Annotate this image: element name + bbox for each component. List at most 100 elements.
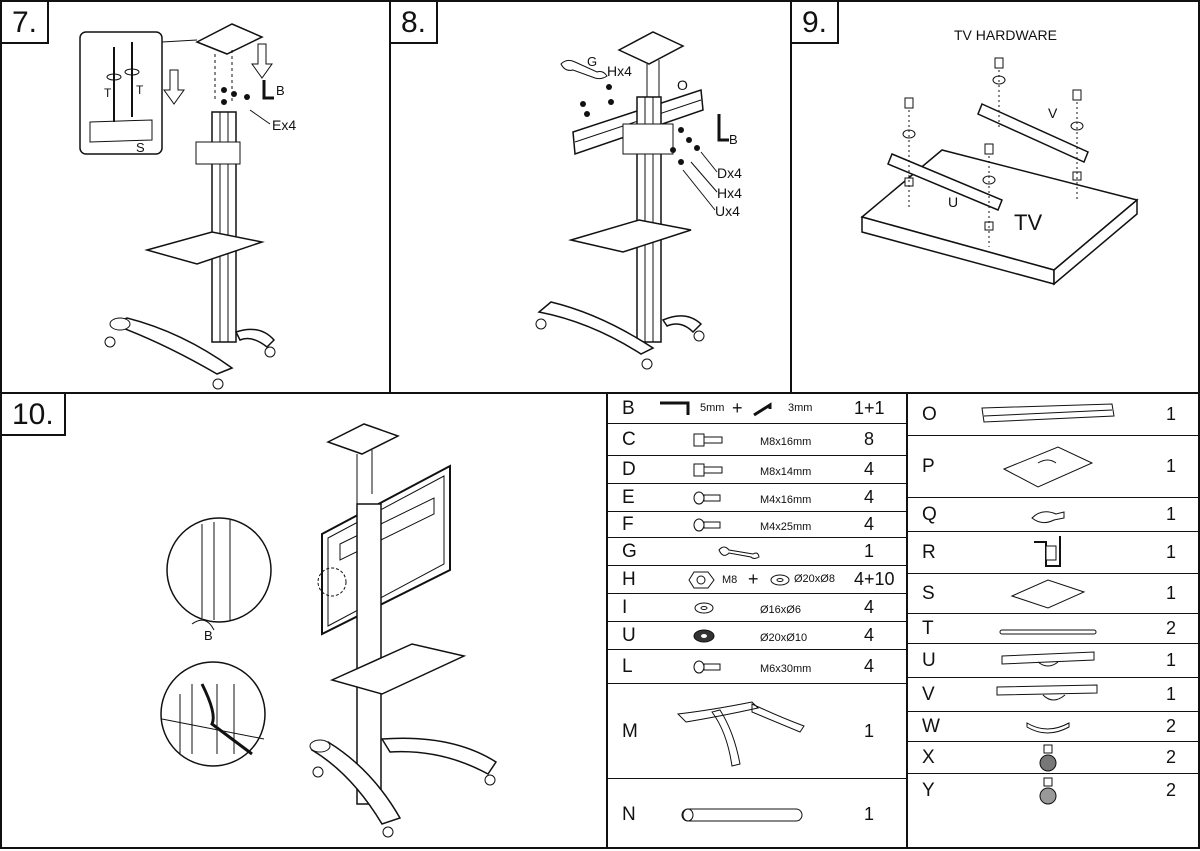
- base-frame-icon: [672, 692, 812, 777]
- part-letter: Y: [922, 779, 935, 801]
- label-Hx4: Hx4: [717, 185, 742, 201]
- part-row-l: L M6x30mm 4: [608, 650, 906, 684]
- part-letter: W: [922, 716, 940, 737]
- label-Dx4: Dx4: [717, 165, 742, 181]
- rod-icon: [998, 624, 1098, 642]
- part-letter: M: [622, 720, 638, 742]
- label-T: T: [104, 86, 112, 100]
- part-quantity: 2: [1166, 716, 1177, 736]
- step-10-panel: 10. B: [0, 392, 608, 849]
- label-Hx4: Hx4: [607, 63, 632, 79]
- screw-icon: [692, 488, 726, 513]
- part-spec: M6x30mm: [760, 663, 812, 675]
- screw-icon: [692, 515, 726, 540]
- part-letter: U: [622, 625, 636, 646]
- step-8-illustration: G Hx4 O B Dx4 Hx4 Ux4: [535, 31, 742, 370]
- part-letter: B: [622, 398, 635, 419]
- rail-hook-icon: [993, 683, 1103, 712]
- part-plus: +: [732, 398, 743, 418]
- label-S: S: [136, 140, 145, 155]
- part-letter: V: [922, 684, 935, 705]
- washer-icon: [768, 570, 792, 595]
- bolt-icon: [692, 460, 726, 485]
- part-quantity: 4: [864, 459, 875, 479]
- part-quantity: 4: [864, 597, 875, 617]
- part-quantity: 2: [1166, 779, 1177, 800]
- part-letter: R: [922, 542, 936, 563]
- part-quantity: 2: [1166, 618, 1177, 638]
- nut-washer-icon: [688, 568, 716, 597]
- part-plus: +: [748, 569, 759, 589]
- part-quantity: 4: [864, 625, 875, 645]
- part-letter: N: [622, 804, 636, 825]
- label-B: B: [204, 628, 213, 643]
- clip-icon: [1028, 506, 1068, 529]
- tv-hardware-title: TV HARDWARE: [954, 27, 1057, 43]
- part-quantity: 1: [1166, 504, 1177, 524]
- step-number: 8.: [391, 2, 439, 44]
- part-quantity: 1: [1166, 456, 1177, 476]
- step-10-illustration: B: [160, 423, 498, 838]
- u-bracket-icon: [1028, 532, 1068, 581]
- part-letter: O: [922, 404, 937, 425]
- rail-icon: [998, 650, 1098, 677]
- step-8-panel: 8. G Hx4 O B Dx4 Hx4 Ux4: [389, 0, 792, 394]
- part-spec: Ø16xØ6: [760, 604, 801, 616]
- hex-key-icon: [656, 399, 696, 424]
- part-quantity: 4: [864, 656, 875, 676]
- part-spec: 3mm: [788, 402, 813, 414]
- part-letter: L: [622, 656, 633, 677]
- part-quantity: 4: [864, 487, 875, 507]
- part-quantity: 1: [1166, 404, 1177, 424]
- part-quantity: 1: [864, 720, 875, 741]
- part-row-u: U Ø20xØ10 4: [608, 622, 906, 650]
- part-quantity: 1: [1166, 650, 1177, 670]
- part-spec: M8x16mm: [760, 436, 812, 448]
- label-T: T: [136, 83, 144, 97]
- part-letter: C: [622, 429, 636, 450]
- part-quantity: 1: [1166, 542, 1177, 562]
- label-G: G: [587, 54, 597, 69]
- step-7-panel: 7. T T S B Ex4: [0, 0, 391, 394]
- label-B: B: [276, 83, 285, 98]
- label-V: V: [1048, 105, 1058, 121]
- part-quantity: 1: [1166, 684, 1177, 704]
- part-letter: F: [622, 514, 634, 535]
- part-quantity: 1+1: [854, 398, 885, 418]
- part-quantity: 4+10: [854, 569, 895, 589]
- part-letter: D: [622, 459, 636, 480]
- wrench-icon: [716, 542, 760, 567]
- part-spec: M4x16mm: [760, 494, 812, 506]
- part-spec: M8: [722, 574, 738, 586]
- part-letter: X: [922, 747, 935, 768]
- part-letter: H: [622, 569, 636, 590]
- part-spec: M8x14mm: [760, 466, 812, 478]
- label-Ex4: Ex4: [272, 117, 296, 133]
- part-spec: Ø20xØ10: [760, 632, 808, 644]
- part-quantity: 1: [864, 541, 875, 561]
- part-quantity: 4: [864, 514, 875, 534]
- hex-key-icon: [750, 399, 780, 424]
- part-letter: U: [922, 650, 936, 671]
- screw-icon: [692, 657, 726, 682]
- step-number: 10.: [2, 394, 66, 436]
- curved-strap-icon: [1023, 717, 1073, 742]
- part-row-d: D M8x14mm 4: [608, 456, 906, 484]
- washer-icon: [692, 598, 716, 623]
- part-letter: I: [622, 597, 628, 618]
- part-spec: M4x25mm: [760, 521, 812, 533]
- caster-icon: [1034, 776, 1062, 811]
- part-letter: Q: [922, 504, 937, 525]
